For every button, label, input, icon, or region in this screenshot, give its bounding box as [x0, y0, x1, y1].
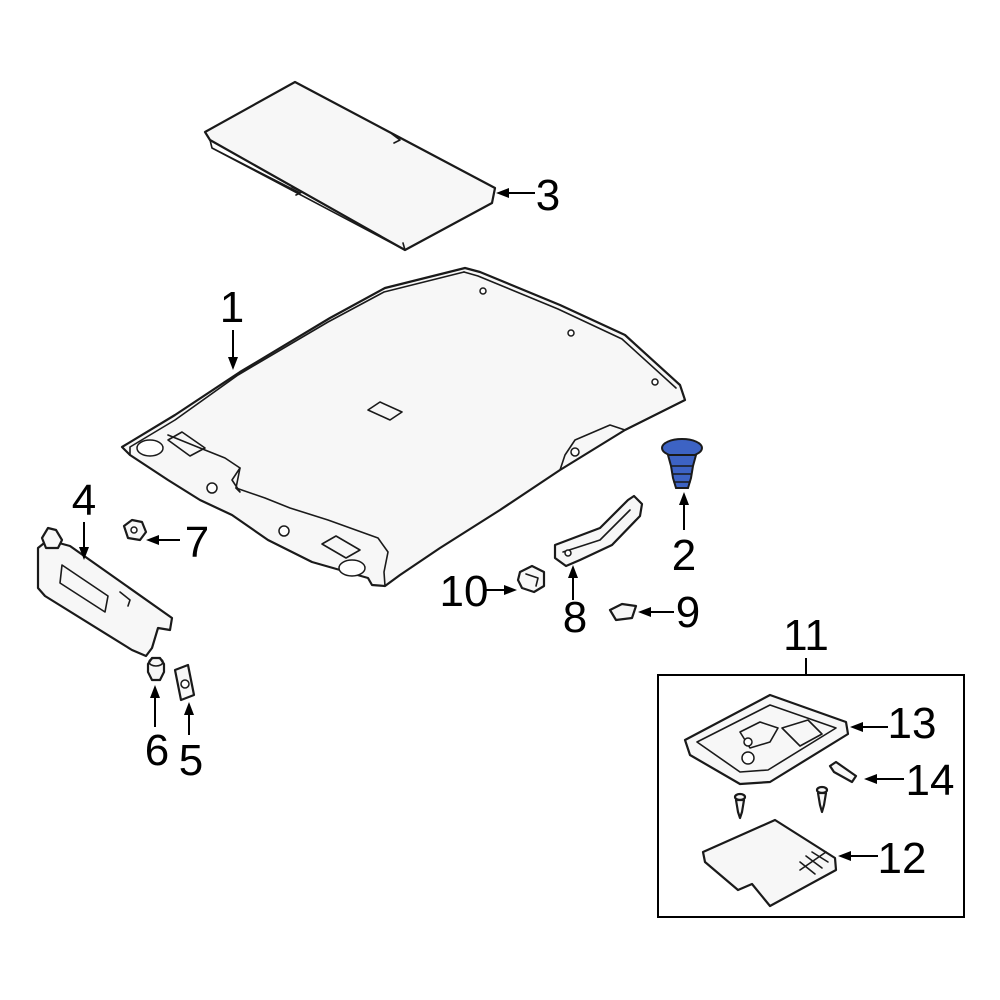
leader-arrowhead	[850, 722, 863, 732]
leader-arrowhead	[228, 357, 238, 370]
leader-arrowhead	[146, 535, 159, 545]
bulb-part[interactable]	[828, 760, 858, 784]
leader-arrowhead	[150, 685, 160, 698]
callout-13[interactable]: 13	[888, 699, 937, 748]
screw-left-part[interactable]	[733, 792, 747, 820]
callout-3[interactable]: 3	[536, 171, 560, 220]
lamp-housing-part[interactable]	[683, 693, 850, 786]
callout-4[interactable]: 4	[72, 476, 96, 525]
leader-arrowhead	[184, 702, 194, 715]
inset-box-11	[657, 674, 965, 918]
callout-14[interactable]: 14	[906, 756, 955, 805]
leader-arrowhead	[838, 851, 851, 861]
push-clip-part[interactable]	[661, 438, 703, 489]
lens-cover-part[interactable]	[701, 818, 838, 908]
leader-arrowhead	[638, 607, 651, 617]
leader-arrowhead	[496, 188, 509, 198]
callout-12[interactable]: 12	[878, 834, 927, 883]
grab-handle-part[interactable]	[553, 494, 644, 568]
callout-11[interactable]: 11	[783, 611, 829, 660]
screw-right-part[interactable]	[815, 785, 829, 814]
leader-arrowhead	[679, 492, 689, 505]
leader-arrowhead	[568, 565, 578, 578]
leader-lines	[79, 188, 904, 861]
retainer-6-part[interactable]	[146, 656, 166, 682]
callout-5[interactable]: 5	[179, 736, 203, 785]
clip-10-part[interactable]	[516, 564, 546, 594]
callout-10[interactable]: 10	[440, 567, 489, 616]
roof-panel-part[interactable]	[203, 80, 497, 252]
sun-visor-part[interactable]	[36, 526, 174, 658]
nut-5-part[interactable]	[173, 663, 196, 702]
callout-2[interactable]: 2	[672, 531, 696, 580]
leader-arrowhead	[504, 585, 517, 595]
visor-clip-part[interactable]	[122, 518, 148, 542]
callout-8[interactable]: 8	[563, 593, 587, 642]
callout-6[interactable]: 6	[145, 726, 169, 775]
callout-9[interactable]: 9	[676, 588, 700, 637]
clip-9-part[interactable]	[608, 602, 638, 622]
headliner-part[interactable]	[120, 266, 687, 588]
leader-arrowhead	[79, 547, 89, 560]
callout-1[interactable]: 1	[220, 283, 244, 332]
callout-labels: 1 2 3 4 5 6 7 8 9 10 11 12 13 14	[72, 171, 955, 883]
callout-7[interactable]: 7	[185, 518, 209, 567]
leader-arrowhead	[864, 774, 877, 784]
